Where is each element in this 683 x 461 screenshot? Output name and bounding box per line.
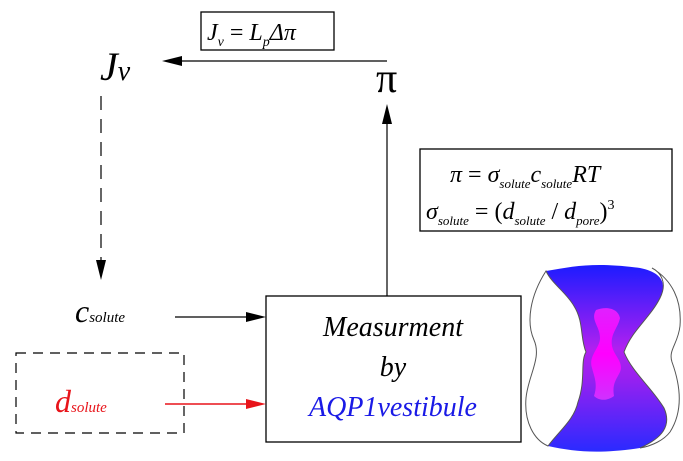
jv-formula-box [200, 11, 335, 51]
pi-node-label: π [376, 56, 397, 102]
measurement-line-3: AQP1vestibule [307, 392, 477, 423]
pore-right-cutout [623, 267, 681, 449]
dsolute-dashed-box [15, 352, 185, 434]
sigma-formula: σsolute = (dsolute / dpore)3 [426, 198, 615, 228]
csolute-label: csolute [75, 293, 125, 329]
measurement-line-1: Measurment [322, 312, 464, 343]
sigma-formula-box [419, 148, 673, 232]
measurement-to-pi-arrowhead [382, 104, 392, 124]
aqp1-pore-icon [525, 264, 681, 452]
measurement-box [265, 295, 522, 443]
pore-channel-core [591, 308, 621, 400]
dsolute-label: dsolute [55, 383, 107, 419]
dsolute-to-measurement-arrowhead [246, 399, 266, 409]
jv-node-label: Jv [100, 44, 131, 89]
measurement-line-2: by [380, 352, 407, 383]
jv-to-csolute-arrowhead [96, 260, 106, 280]
pi-formula: π = σsolutecsoluteRT [450, 162, 602, 191]
jv-formula: Jv = LpΔπ [207, 20, 297, 50]
pore-left-cutout [525, 269, 587, 447]
csolute-to-measurement-arrowhead [246, 312, 266, 322]
pi-to-jv-arrowhead [162, 56, 182, 66]
